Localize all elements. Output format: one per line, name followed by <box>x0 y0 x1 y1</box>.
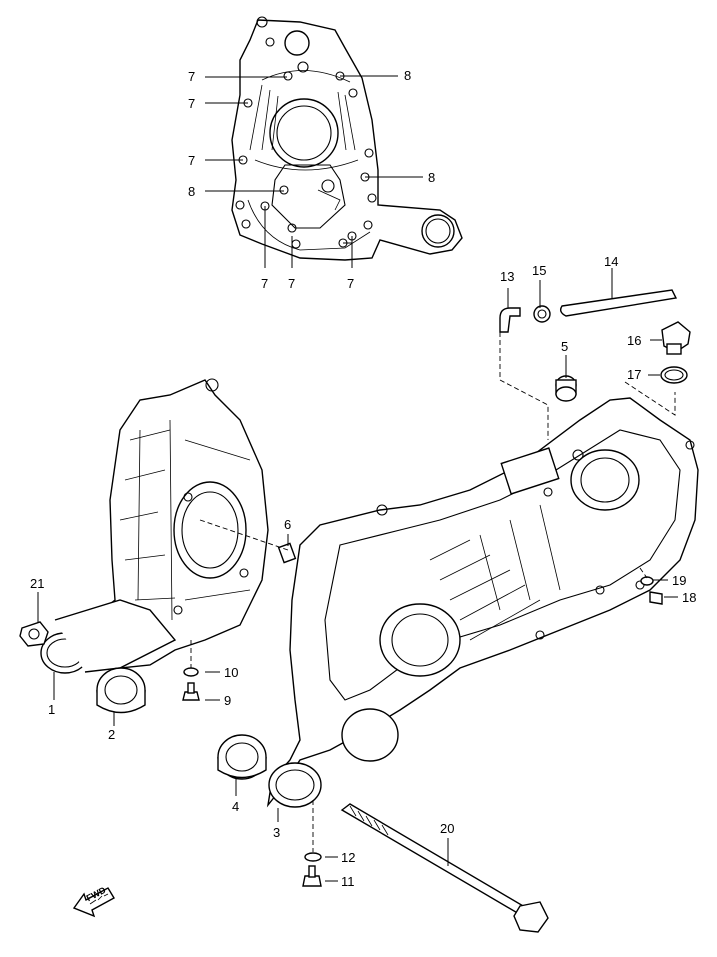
callout-3: 3 <box>273 825 281 840</box>
crankcase-cover-drawing <box>231 16 463 261</box>
left-crankcase-drawing <box>40 378 269 674</box>
callout-1: 1 <box>48 702 56 717</box>
callout-7: 7 <box>288 276 296 291</box>
callout-13: 13 <box>500 269 515 284</box>
callout-16: 16 <box>627 333 642 348</box>
callout-11: 11 <box>341 874 355 889</box>
callout-10: 10 <box>224 665 239 680</box>
callout-7: 7 <box>188 96 196 111</box>
callout-17: 17 <box>627 367 642 382</box>
callout-15: 15 <box>532 263 547 278</box>
callout-9: 9 <box>224 693 232 708</box>
callout-8: 8 <box>404 68 412 83</box>
callout-4: 4 <box>232 799 240 814</box>
callout-18: 18 <box>682 590 697 605</box>
callout-7: 7 <box>347 276 355 291</box>
callout-7: 7 <box>188 153 196 168</box>
top-leader-lines <box>205 75 423 268</box>
callout-20: 20 <box>440 821 455 836</box>
alignment-dashed-lines <box>190 332 676 852</box>
lower-leader-lines <box>37 268 678 882</box>
right-crankcase-drawing <box>266 397 699 808</box>
callout-12: 12 <box>341 850 356 865</box>
callout-21: 21 <box>30 576 45 591</box>
callout-7: 7 <box>261 276 269 291</box>
small-parts <box>19 289 691 933</box>
callout-5: 5 <box>561 339 569 354</box>
callout-7: 7 <box>188 69 196 84</box>
callout-8: 8 <box>428 170 436 185</box>
callout-14: 14 <box>604 254 619 269</box>
callout-6: 6 <box>284 517 292 532</box>
forward-arrow-icon <box>72 887 115 918</box>
callout-2: 2 <box>108 727 116 742</box>
callout-8: 8 <box>188 184 196 199</box>
callout-19: 19 <box>672 573 687 588</box>
